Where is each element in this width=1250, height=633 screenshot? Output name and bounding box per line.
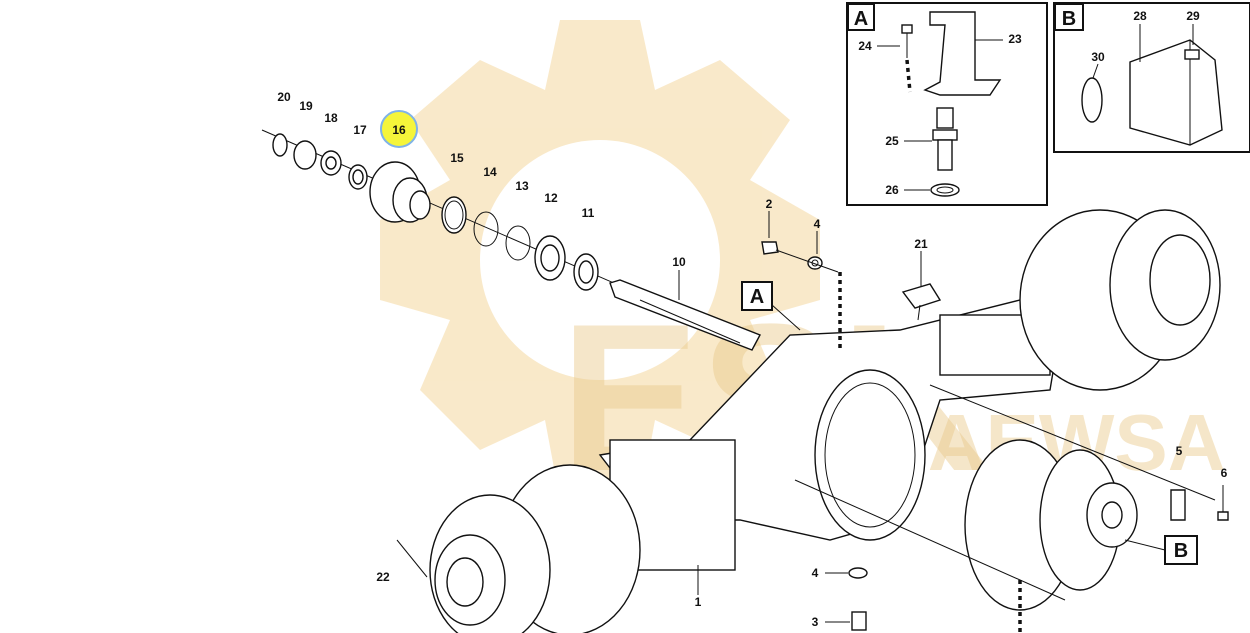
part-26-washer [930,183,960,197]
watermark-gear-logo [380,20,820,500]
part-4-washer-bottom [848,567,868,579]
part-17-washer [348,164,368,190]
leader-line [929,384,1216,501]
part-5-plate [1170,489,1186,521]
differential-carrier [964,439,1138,611]
callout-18[interactable]: 18 [324,111,338,125]
callout-12[interactable]: 12 [544,191,558,205]
callout-28[interactable]: 28 [1133,9,1147,23]
leader-line [794,479,1066,601]
part-19-lockplate [293,140,317,170]
view-label-b [1124,535,1198,565]
part-15-ring [441,196,467,234]
leader-line [775,249,839,273]
callout-1[interactable]: 1 [695,595,702,609]
view-label-text-a: A [750,286,764,308]
part-11-seal [573,253,599,291]
part-23-bracket [923,11,1002,96]
leader-line [396,539,428,578]
inset-a-panel [846,2,1048,206]
part-12-bearing [534,235,566,281]
highlighted-callout-marker[interactable] [380,110,418,148]
callout-14[interactable]: 14 [483,165,497,179]
part-10-shaft [609,279,761,351]
part-16-hub-flange [369,161,431,223]
callout-10[interactable]: 10 [672,255,686,269]
callout-4[interactable]: 4 [814,217,821,231]
inset-b-panel [1053,2,1250,153]
view-label-a [741,281,801,331]
part-4-washer-top [807,256,823,270]
part-21-vent [901,283,942,321]
callout-11[interactable]: 11 [582,206,595,220]
callout-5[interactable]: 5 [1176,444,1183,458]
callout-24[interactable]: 24 [858,39,872,53]
left-wheel-hub [429,464,641,633]
callout-20[interactable]: 20 [277,90,291,104]
callout-13[interactable]: 13 [515,179,529,193]
part-24-bolt [901,24,913,58]
part-29-screw [1184,49,1200,60]
view-label-layer: AB [750,286,1188,562]
callout-15[interactable]: 15 [450,151,464,165]
callout-21[interactable]: 21 [914,237,928,251]
callout-26[interactable]: 26 [885,183,899,197]
callout-29[interactable]: 29 [1186,9,1200,23]
part-3-plug [851,611,867,631]
part-30-clamp [1081,77,1103,123]
part-2-plug [761,241,779,255]
callout-2[interactable]: 2 [766,197,773,211]
part-14-snap-ring [473,211,499,247]
callout-30[interactable]: 30 [1091,50,1105,64]
callout-19[interactable]: 19 [299,99,313,113]
callout-4[interactable]: 4 [812,566,819,580]
part-25-sensor [932,107,958,171]
callout-23[interactable]: 23 [1008,32,1022,46]
right-wheel-hub [1019,209,1221,391]
part-20-ring [272,133,288,157]
callout-6[interactable]: 6 [1221,466,1228,480]
part-18-nut [320,150,342,176]
callout-17[interactable]: 17 [353,123,367,137]
callout-25[interactable]: 25 [885,134,899,148]
callout-22[interactable]: 22 [376,570,390,584]
axle-housing [598,299,1061,571]
view-label-text-b: B [1174,540,1188,562]
part-13-oring [505,225,531,261]
callout-3[interactable]: 3 [812,615,819,629]
part-6-screw [1217,485,1229,521]
highlighted-callout-16[interactable]: 16 [392,123,406,137]
inset-a-letter: A [854,8,868,30]
inset-b-letter: B [1062,8,1076,30]
